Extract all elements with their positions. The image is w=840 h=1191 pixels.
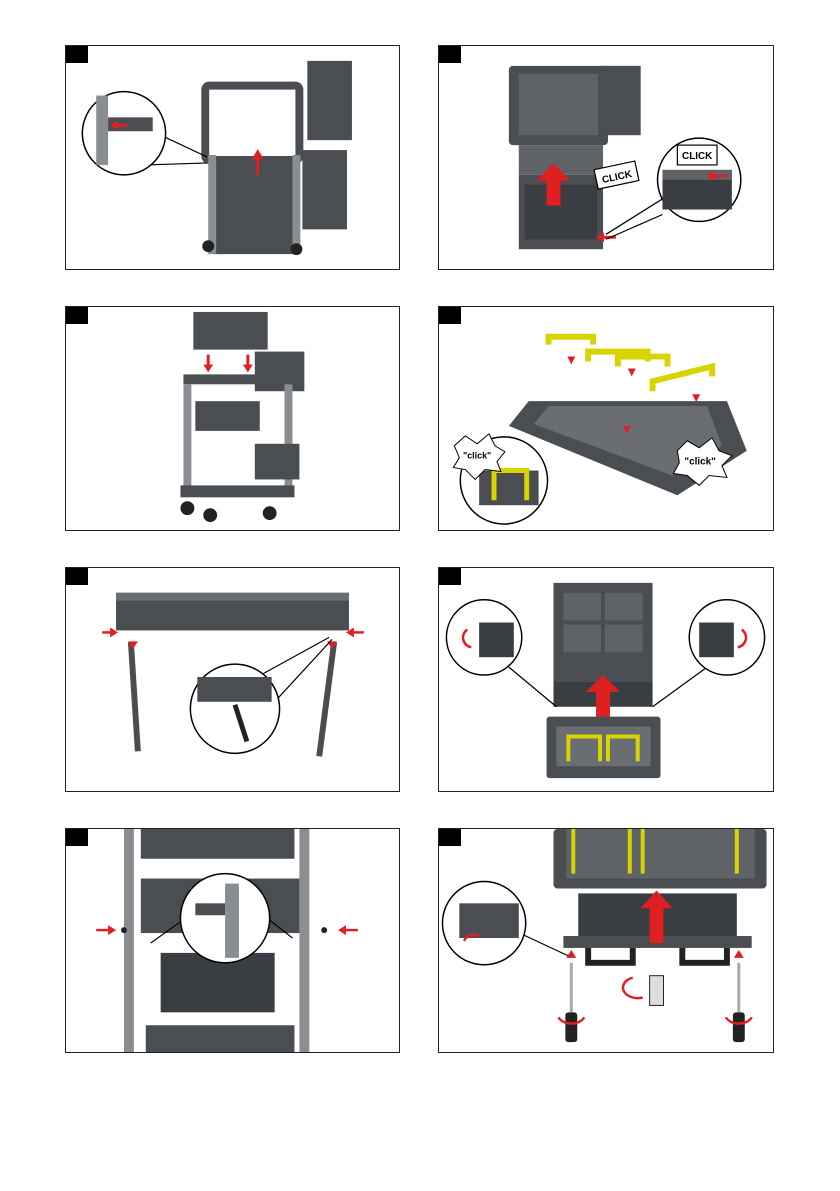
cart-drawer-illustration: CLICK CLICK bbox=[439, 46, 773, 269]
cart-bins-illustration bbox=[66, 307, 399, 530]
step-panel-5 bbox=[65, 567, 400, 792]
step-number-tab bbox=[66, 568, 88, 585]
cart-base-illustration bbox=[439, 568, 773, 791]
step-panel-4: "click" "click" bbox=[438, 306, 774, 531]
step-number-tab bbox=[439, 307, 461, 324]
cart-handle-casters-illustration bbox=[439, 829, 773, 1052]
click-callout-label: "click" bbox=[463, 451, 491, 461]
step-number-tab bbox=[439, 568, 461, 585]
click-callout-label: CLICK bbox=[682, 151, 713, 162]
step-number-tab bbox=[439, 829, 461, 846]
cart-frame-illustration bbox=[66, 46, 399, 269]
step-panel-2: CLICK CLICK bbox=[438, 45, 774, 270]
step-panel-1 bbox=[65, 45, 400, 270]
step-number-tab bbox=[66, 829, 88, 846]
step-number-tab bbox=[439, 46, 461, 63]
tray-handles-illustration: "click" "click" bbox=[439, 307, 773, 530]
cart-rails-illustration bbox=[66, 829, 399, 1052]
step-number-tab bbox=[66, 46, 88, 63]
step-panel-6 bbox=[438, 567, 774, 792]
click-callout-label: "click" bbox=[684, 457, 716, 468]
step-panel-8 bbox=[438, 828, 774, 1053]
step-panel-7 bbox=[65, 828, 400, 1053]
tray-legs-illustration bbox=[66, 568, 399, 791]
step-number-tab bbox=[66, 307, 88, 324]
step-panel-3 bbox=[65, 306, 400, 531]
